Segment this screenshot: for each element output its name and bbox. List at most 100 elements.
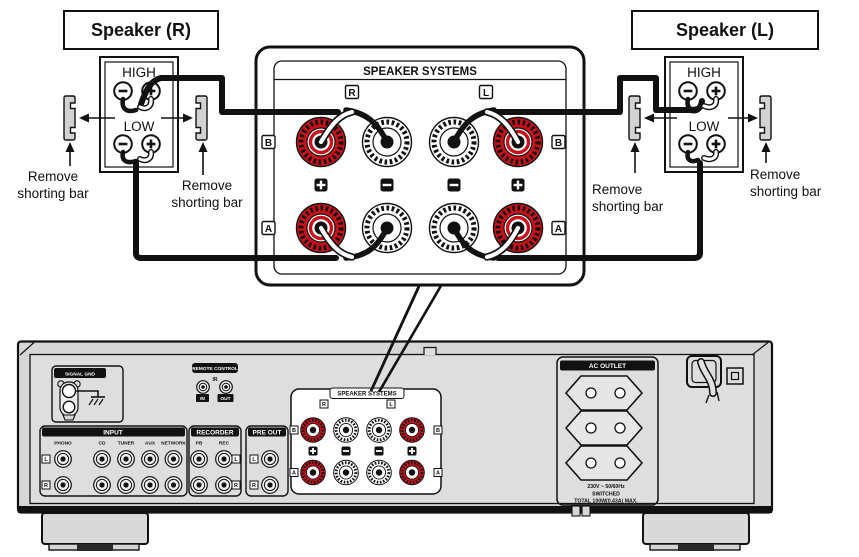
- amp-post-r-minus-a[interactable]: [332, 458, 360, 487]
- network-l-jack[interactable]: [164, 450, 183, 468]
- callout-line: [377, 283, 444, 393]
- arrow-right-icon: [183, 113, 193, 123]
- amp-post-r-plus-b[interactable]: [299, 416, 327, 444]
- white-lead: [318, 109, 355, 145]
- remote-out-label: OUT: [220, 396, 230, 402]
- channel-label-aux: AUX: [145, 441, 156, 447]
- high-label: HIGH: [687, 65, 721, 80]
- black-lead: [685, 96, 701, 112]
- speaker-systems-panel-zoom: SPEAKER SYSTEMS R L B B A A: [254, 45, 586, 287]
- gnd-terminal-screw[interactable]: [61, 383, 77, 399]
- white-lead: [318, 225, 355, 260]
- speakers-b-label: B: [265, 138, 272, 149]
- amp-speakers-b-label: B: [436, 428, 440, 434]
- arrow-left-icon: [79, 113, 89, 123]
- speakers-a-label: A: [555, 224, 562, 235]
- minus-icon: [380, 178, 394, 192]
- speakers-b-label: B: [555, 138, 562, 149]
- cable-l-low: [495, 160, 703, 261]
- phono-r-jack[interactable]: [54, 476, 72, 494]
- black-lead: [120, 149, 139, 165]
- panel-title: SPEAKER SYSTEMS: [363, 66, 477, 78]
- amp-speakers-a-label: A: [436, 471, 440, 477]
- network-r-jack[interactable]: [164, 476, 183, 494]
- recorder-rec-l-jack[interactable]: [215, 450, 233, 468]
- power-cord: [686, 355, 722, 404]
- recorder-rec-r-jack[interactable]: [215, 476, 233, 494]
- channel-r-label: R: [348, 88, 356, 99]
- shorting-bar[interactable]: [759, 95, 772, 141]
- shorting-bar[interactable]: [628, 95, 641, 141]
- amp-minus-icon: [341, 446, 351, 456]
- ac-switched-label: SWITCHED: [592, 491, 620, 497]
- pre-out-l-jack[interactable]: [261, 450, 279, 468]
- amp-post-l-plus-b[interactable]: [398, 416, 426, 444]
- svg-text:shorting bar: shorting bar: [17, 186, 89, 201]
- gnd-terminal-base-circle: [62, 400, 76, 414]
- black-lead: [685, 149, 701, 164]
- channel-label-phono: PHONO: [54, 441, 72, 447]
- callout-line: [369, 283, 422, 392]
- channel-label-network: NETWORK: [161, 441, 186, 447]
- cd-r-jack[interactable]: [93, 476, 111, 494]
- pre-out-left-label: L: [252, 457, 256, 463]
- amp-post-l-plus-a[interactable]: [398, 458, 426, 487]
- recorder-pb-r-jack[interactable]: [190, 476, 208, 494]
- recorder-pb-l-jack[interactable]: [190, 450, 208, 468]
- remote-in-label: IN: [200, 396, 205, 402]
- channel-l-label: L: [483, 88, 489, 99]
- remote-in-jack[interactable]: [196, 380, 210, 394]
- cable-r-high: [138, 75, 341, 115]
- amp-foot-left: [41, 512, 149, 551]
- arrow-left-icon: [644, 113, 654, 123]
- shorting-bar[interactable]: [195, 95, 208, 141]
- ac-rating-label: 230V ~ 50/60Hz: [587, 484, 625, 490]
- amp-post-l-minus-b[interactable]: [365, 416, 393, 444]
- amp-foot-right: [642, 512, 750, 551]
- remove-shorting-bar-note: Remove: [592, 182, 642, 197]
- plus-icon: [511, 178, 525, 192]
- input-label: INPUT: [103, 430, 123, 437]
- white-lead: [138, 97, 153, 110]
- low-label: LOW: [124, 119, 155, 134]
- white-lead: [484, 225, 521, 260]
- tuner-l-jack[interactable]: [117, 450, 135, 468]
- amp-channel-l-label: L: [389, 402, 393, 408]
- svg-text:shorting bar: shorting bar: [592, 199, 664, 214]
- ac-outlet-socket[interactable]: [565, 375, 643, 411]
- channel-label-tuner: TUNER: [118, 441, 135, 447]
- shorting-bar[interactable]: [63, 95, 76, 141]
- channel-label-cd: CD: [99, 441, 106, 447]
- input-section: INPUT PHONO CD TUNER AUX NETWORK L R: [39, 425, 188, 497]
- ac-outlet-socket[interactable]: [565, 445, 643, 481]
- gnd-terminal-foot: [62, 414, 76, 421]
- channel-label-rec: REC: [219, 441, 230, 447]
- amp-post-r-minus-b[interactable]: [332, 416, 360, 444]
- remote-out-jack[interactable]: [219, 380, 233, 394]
- amp-top-notch: [423, 346, 437, 355]
- tuner-r-jack[interactable]: [117, 476, 135, 494]
- input-left-label: L: [44, 457, 48, 463]
- cd-l-jack[interactable]: [93, 450, 111, 468]
- phono-l-jack[interactable]: [54, 450, 72, 468]
- amp-post-l-minus-a[interactable]: [365, 458, 393, 487]
- input-right-label: R: [44, 483, 48, 489]
- aux-r-jack[interactable]: [141, 476, 159, 494]
- speaker-left: Speaker (L) HIGH LOW Remove shorting bar…: [592, 10, 822, 214]
- amp-post-r-plus-a[interactable]: [299, 458, 327, 487]
- remote-control-section: REMOTE CONTROL IR IN OUT: [192, 363, 238, 402]
- amp-speaker-systems-title: SPEAKER SYSTEMS: [337, 392, 396, 398]
- ac-outlet-socket[interactable]: [565, 410, 643, 446]
- pre-out-r-jack[interactable]: [261, 476, 279, 494]
- aux-l-jack[interactable]: [141, 450, 159, 468]
- channel-label-pb: PB: [196, 441, 203, 447]
- speaker-left-terminal-box: [664, 56, 744, 173]
- white-lead: [702, 97, 718, 109]
- minus-icon: [447, 178, 461, 192]
- gnd-wire: [76, 390, 99, 397]
- speakers-a-label: A: [265, 224, 272, 235]
- recorder-left-label: L: [234, 457, 238, 463]
- speaker-cables: [120, 75, 720, 261]
- cable-r-low: [133, 160, 339, 261]
